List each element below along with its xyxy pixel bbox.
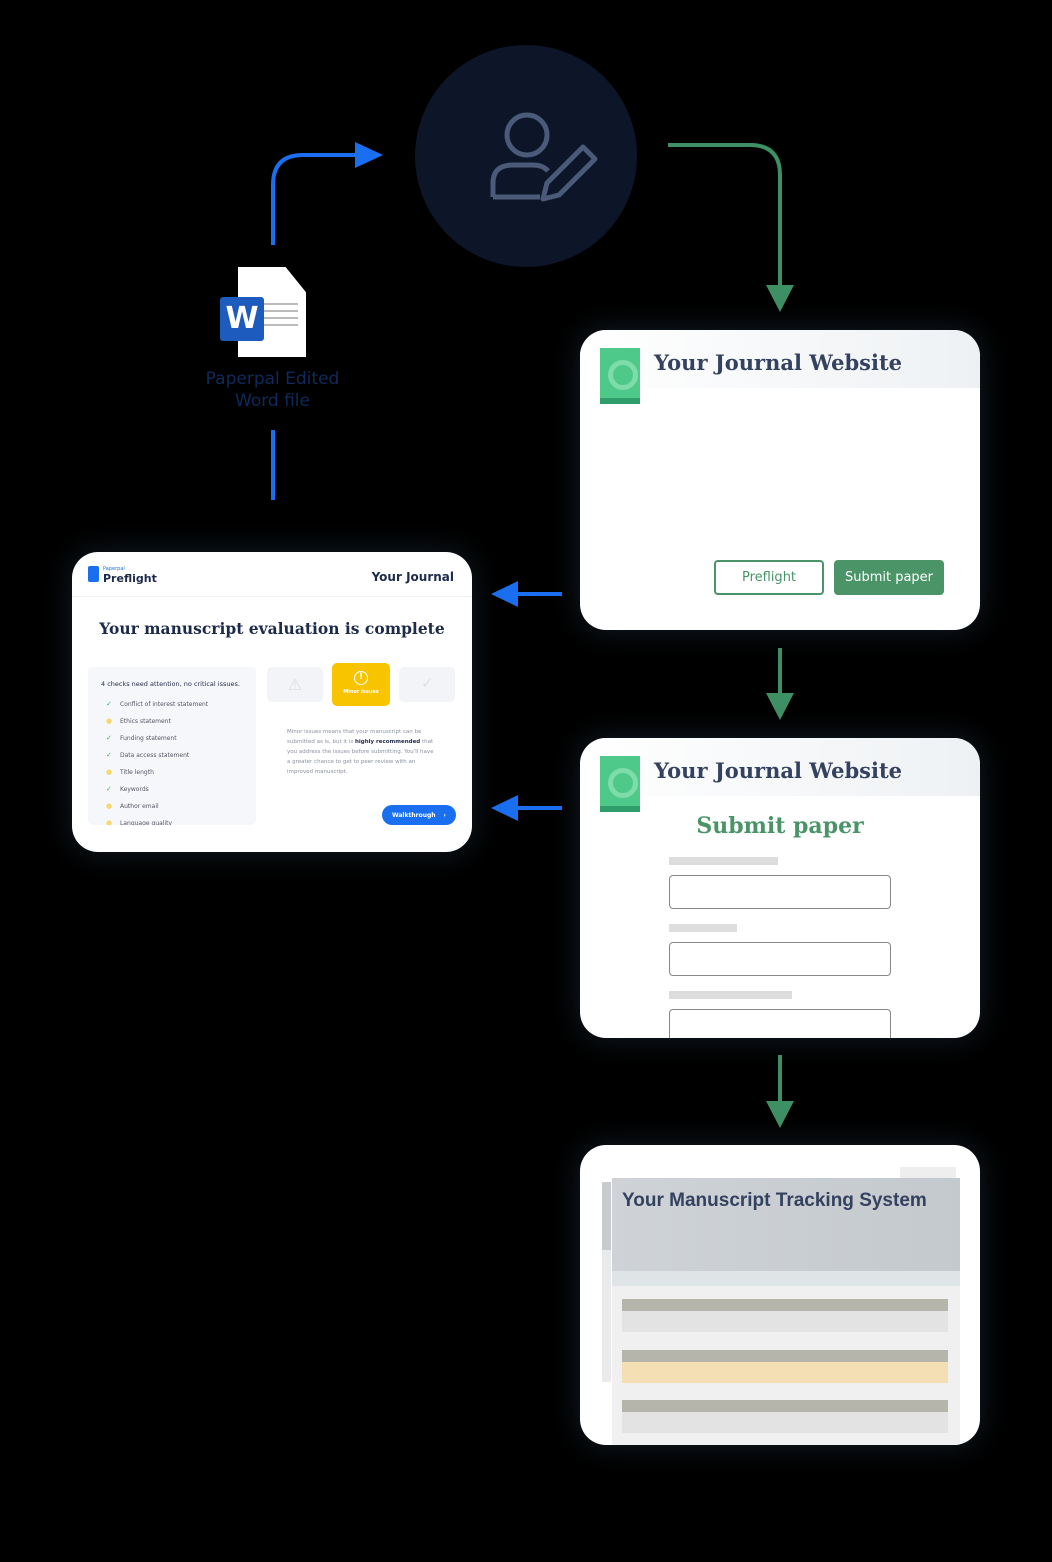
check-label: Keywords	[120, 785, 149, 793]
check-icon: ✓	[106, 734, 112, 742]
evaluation-heading: Your manuscript evaluation is complete	[99, 619, 445, 638]
check-label: Language quality	[120, 819, 173, 826]
check-item: ✓ Keywords	[106, 785, 256, 793]
check-label: Author email	[120, 802, 159, 810]
brand-small: Paperpal	[103, 566, 125, 572]
check-icon: ✓	[106, 751, 112, 759]
minor-issues-tab[interactable]: ! Minor issues	[332, 663, 390, 706]
check-label: Title length	[120, 768, 154, 776]
checks-summary: 4 checks need attention, no critical iss…	[101, 680, 240, 688]
passed-tab[interactable]: ✓	[399, 667, 455, 702]
word-file-label: Paperpal Edited Word file	[205, 369, 340, 411]
chevron-right-icon: ›	[443, 811, 447, 819]
brand: Preflight	[103, 572, 157, 585]
walkthrough-button[interactable]: Walkthrough›	[382, 805, 456, 825]
check-item: ● Ethics statement	[106, 717, 256, 725]
form-field[interactable]	[669, 1009, 891, 1038]
check-item: ✓ Conflict of interest statement	[106, 700, 256, 708]
journal-website-card: Your Journal Website Preflight Submit pa…	[580, 330, 980, 630]
check-label: Funding statement	[120, 734, 177, 742]
author-node	[415, 45, 637, 267]
preflight-button[interactable]: Preflight	[714, 560, 824, 595]
submit-paper-card: Your Journal Website Submit paper	[580, 738, 980, 1038]
arrow-author-to-journal	[668, 143, 782, 290]
exclamation-icon: !	[354, 671, 368, 685]
check-icon: ✓	[106, 785, 112, 793]
check-icon: ✓	[106, 700, 112, 708]
journal-cover-icon	[600, 756, 640, 812]
arrow-word-to-author	[271, 153, 362, 245]
form-field[interactable]	[669, 942, 891, 976]
journal-title: Your Journal Website	[654, 758, 903, 783]
critical-tab[interactable]: ⚠	[267, 667, 323, 702]
check-label: Conflict of interest statement	[120, 700, 209, 708]
journal-title: Your Journal Website	[654, 350, 903, 375]
check-item: ● Author email	[106, 802, 256, 810]
check-label: Ethics statement	[120, 717, 171, 725]
minor-issue-icon: ●	[106, 819, 113, 825]
status-label: Minor issues	[343, 689, 379, 695]
check-label: Data access statement	[120, 751, 190, 759]
minor-issue-icon: ●	[106, 802, 113, 810]
check-item: ✓ Funding statement	[106, 734, 256, 742]
minor-issue-icon: ●	[106, 768, 113, 776]
preflight-card: Paperpal Preflight Your Journal Your man…	[72, 552, 472, 852]
status-description: Minor issues means that your manuscript …	[287, 729, 434, 775]
user-edit-icon	[490, 112, 598, 202]
tracking-system-card: Your Manuscript Tracking System	[580, 1145, 980, 1445]
preflight-logo-icon	[88, 566, 99, 582]
submit-paper-button[interactable]: Submit paper	[834, 560, 944, 595]
minor-issue-icon: ●	[106, 717, 113, 725]
tracking-title: Your Manuscript Tracking System	[622, 1190, 927, 1211]
word-file: W	[220, 267, 310, 362]
form-field[interactable]	[669, 875, 891, 909]
check-item: ✓ Data access statement	[106, 751, 256, 759]
check-item: ● Title length	[106, 768, 256, 776]
journal-cover-icon	[600, 348, 640, 404]
word-icon: W	[220, 297, 264, 341]
check-item: ● Language quality	[106, 819, 256, 825]
submit-paper-heading: Submit paper	[696, 813, 864, 839]
journal-name: Your Journal	[371, 570, 454, 584]
checks-panel: 4 checks need attention, no critical iss…	[88, 667, 256, 825]
